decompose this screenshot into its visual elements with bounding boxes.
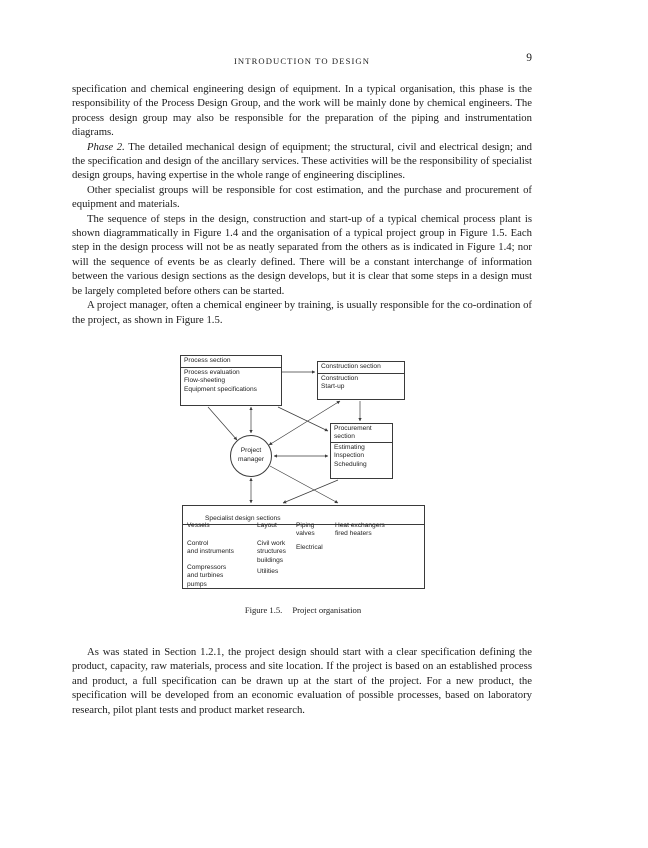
- paragraph-text: The detailed mechanical design of equipm…: [72, 140, 532, 182]
- specialist-cell-layout: Layout: [257, 521, 277, 529]
- specialist-cell-utilities: Utilities: [257, 567, 279, 575]
- specialist-sections-title: Specialist design sections: [183, 514, 424, 526]
- procurement-section-items-box: Estimating Inspection Scheduling: [330, 441, 393, 479]
- specialist-cell-control-instruments: Control and instruments: [187, 539, 234, 556]
- figure-caption-label: Figure 1.5.: [244, 604, 283, 615]
- specialist-cell-piping-valves: Piping valves: [296, 521, 315, 538]
- diagram-arrows: [207, 370, 362, 504]
- body-paragraph: The sequence of steps in the design, con…: [72, 212, 532, 297]
- body-paragraph: Other specialist groups will be responsi…: [72, 183, 532, 211]
- specialist-design-sections-box: Specialist design sections Vessels Layou…: [182, 504, 425, 589]
- process-section-items-box: Process evaluation Flow-sheeting Equipme…: [180, 366, 282, 406]
- specialist-cell-civil-work: Civil work structures buildings: [257, 539, 286, 564]
- figure-caption-text: Project organisation: [292, 604, 362, 615]
- figure-caption: Figure 1.5. Project organisation: [178, 605, 428, 615]
- specialist-cell-electrical: Electrical: [296, 543, 323, 551]
- specialist-cell-vessels: Vessels: [187, 521, 210, 529]
- running-header-title: INTRODUCTION TO DESIGN: [233, 56, 371, 66]
- procurement-section-title-box: Procurement section: [330, 422, 393, 443]
- text-column: INTRODUCTION TO DESIGN 9 specification a…: [72, 52, 532, 717]
- body-paragraph: specification and chemical engineering d…: [72, 83, 532, 139]
- specialist-cell-heat-exchangers: Heat exchangers fired heaters: [335, 521, 385, 538]
- running-header: INTRODUCTION TO DESIGN 9: [72, 52, 532, 82]
- construction-section-items-box: Construction Start-up: [317, 372, 405, 400]
- project-manager-circle: Project manager: [230, 434, 272, 477]
- page-number: 9: [526, 52, 532, 64]
- body-paragraph: As was stated in Section 1.2.1, the proj…: [72, 645, 532, 716]
- body-paragraph: A project manager, often a chemical engi…: [72, 299, 532, 326]
- project-organisation-diagram: Process section Process evaluation Flow-…: [178, 353, 428, 593]
- phase-label: Phase 2.: [87, 140, 125, 153]
- body-paragraph: Phase 2. The detailed mechanical design …: [72, 140, 532, 183]
- specialist-cell-compressors: Compressors and turbines pumps: [187, 563, 227, 588]
